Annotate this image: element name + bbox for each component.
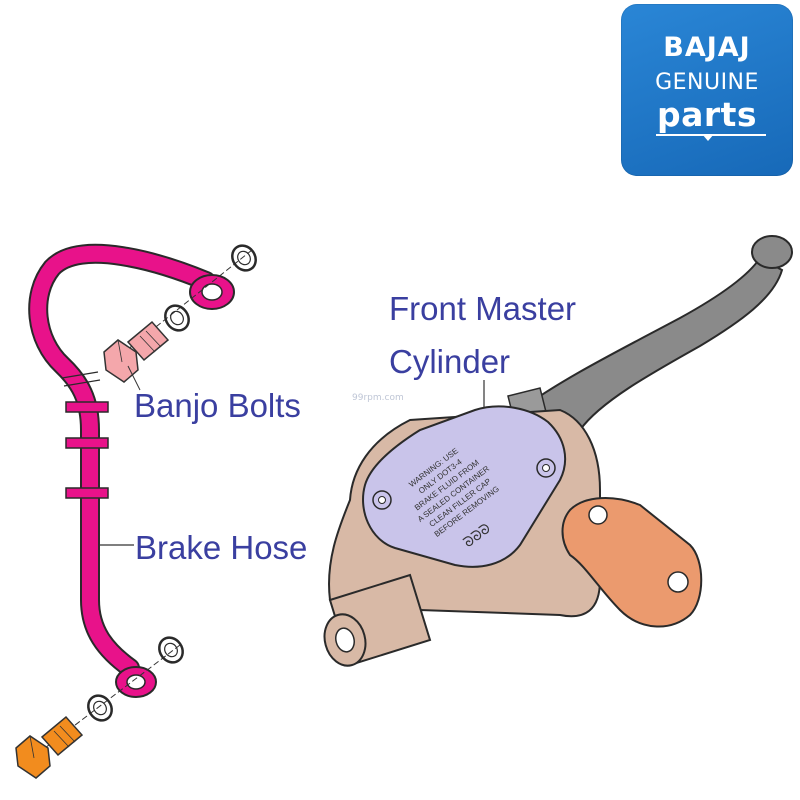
washer [164, 642, 178, 658]
brake-hose-label: Brake Hose [135, 529, 308, 566]
logo-genuine: GENUINE [655, 70, 759, 95]
hose-clip [65, 487, 109, 499]
clamp-bolt-hole [667, 571, 689, 593]
brake-hose-tube-fill [30, 245, 214, 676]
brake-hose [28, 243, 235, 698]
hose-clip [65, 437, 109, 449]
brake-lever [518, 256, 784, 457]
banjo-bolts-label: Banjo Bolts [134, 387, 301, 424]
bottom-banjo-bolt [15, 715, 84, 779]
cap-screw [378, 496, 386, 504]
watermark: 99rpm.com [352, 393, 404, 403]
bajaj-genuine-parts-logo: BAJAJ GENUINE parts [621, 4, 793, 176]
cap-screw [542, 464, 550, 472]
washer [231, 244, 257, 272]
hose-clip [65, 401, 109, 413]
washer [237, 250, 251, 266]
lever-ball-end [751, 235, 793, 269]
washer [164, 304, 190, 332]
washer [93, 700, 107, 716]
master-cylinder: WARNING: USE ONLY DOT3-4 BRAKE FLUID FRO… [323, 235, 793, 667]
logo-brand: BAJAJ [663, 32, 751, 63]
handlebar-clamp [561, 497, 703, 628]
top-banjo-eye-hole [201, 283, 223, 301]
logo-arrow-icon [702, 134, 714, 141]
washers [87, 244, 257, 722]
cylinder-label: Cylinder [389, 343, 511, 380]
axis-line-bottom [44, 644, 181, 749]
logo-parts: parts [656, 95, 758, 134]
washer [170, 310, 184, 326]
outlet-port-hole [335, 627, 355, 653]
bottom-banjo-eye-hole [126, 674, 146, 690]
washer [87, 694, 113, 722]
banjo-leader [127, 365, 141, 391]
brake-hose-tube [28, 243, 216, 678]
reservoir-cap [362, 405, 567, 568]
front-master-label: Front Master [389, 290, 577, 327]
hose-crimp [61, 371, 101, 387]
top-banjo-bolt [103, 320, 170, 383]
washer [158, 636, 184, 664]
clamp-bolt-hole [588, 505, 608, 525]
